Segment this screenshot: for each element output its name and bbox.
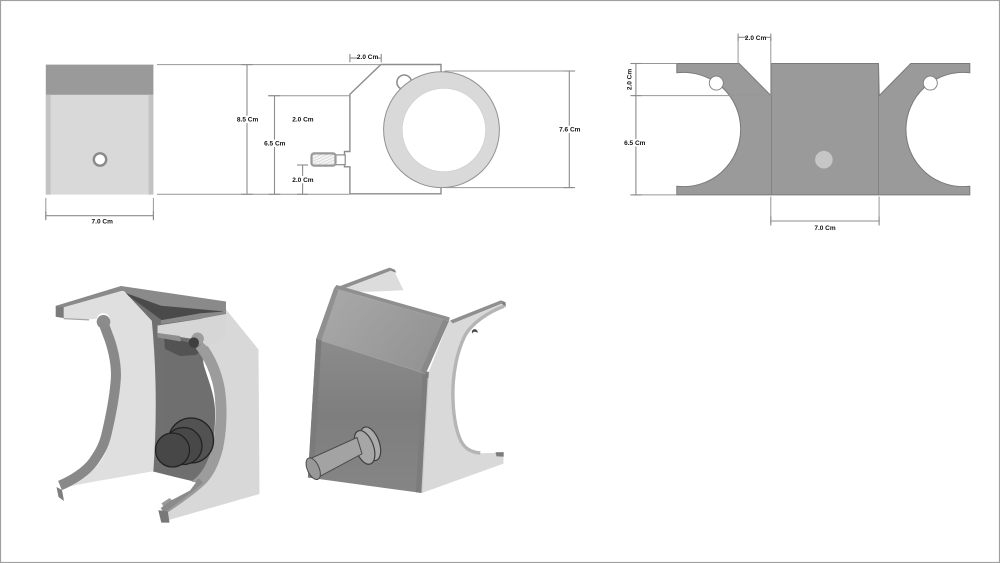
svg-text:7.6 Cm: 7.6 Cm bbox=[559, 127, 581, 134]
svg-text:7.0 Cm: 7.0 Cm bbox=[92, 218, 114, 225]
svg-text:2.0 Cm: 2.0 Cm bbox=[292, 117, 314, 124]
svg-text:2.0 Cm: 2.0 Cm bbox=[357, 54, 379, 61]
svg-text:2.0 Cm: 2.0 Cm bbox=[627, 69, 634, 91]
svg-text:7.0 Cm: 7.0 Cm bbox=[814, 225, 836, 232]
svg-text:6.5 Cm: 6.5 Cm bbox=[264, 141, 286, 148]
svg-text:2.0 Cm: 2.0 Cm bbox=[745, 35, 767, 42]
svg-text:2.0 Cm: 2.0 Cm bbox=[292, 177, 314, 184]
svg-text:6.5 Cm: 6.5 Cm bbox=[624, 140, 646, 147]
svg-text:8.5 Cm: 8.5 Cm bbox=[237, 117, 259, 124]
